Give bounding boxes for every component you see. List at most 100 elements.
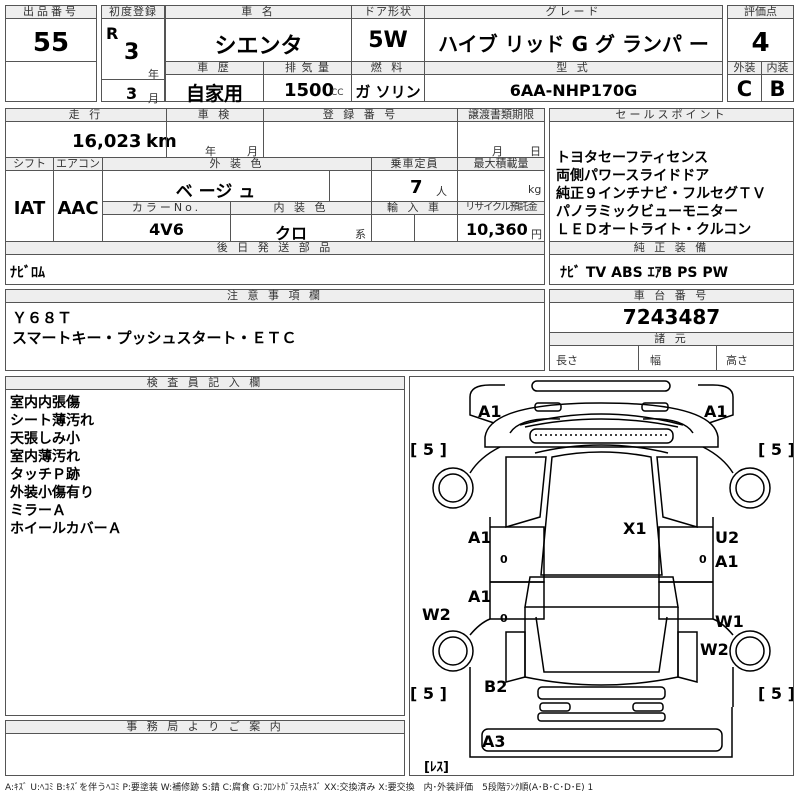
- transfer-box: 譲渡書類期限 月 日: [457, 108, 545, 158]
- damage-a1-left-front: A1: [468, 528, 492, 547]
- shift-header: シフト: [6, 158, 53, 171]
- int-color: クロ: [274, 224, 307, 243]
- tire-front-right: [ 5 ]: [758, 440, 793, 459]
- import-header: 輸 入 車: [372, 202, 457, 215]
- lot-box: 出品番号 55: [5, 5, 97, 102]
- shift: IAT: [13, 198, 46, 219]
- width-label: 幅: [650, 354, 661, 367]
- damage-w2-right: W2: [700, 640, 729, 659]
- reg-no-box: 登 録 番 号: [263, 108, 458, 158]
- recycle-box: リサイクル預託金 10,360 円: [457, 201, 545, 242]
- capacity-header: 乗車定員: [372, 158, 457, 171]
- transfer-day-unit: 日: [530, 145, 541, 158]
- ac: AAC: [57, 198, 99, 219]
- transfer-month-unit: 月: [492, 145, 503, 158]
- model-box: 型 式 6AA-NHP170G: [424, 61, 723, 102]
- wheels: [432, 446, 771, 707]
- grade-box: グレード ハイブ リッド G グ ランパ ー: [424, 5, 723, 62]
- color-no-header: カラーNo.: [103, 202, 230, 215]
- ext-color-box: 外 装 色 ベ ージ ュ: [102, 157, 372, 202]
- inspection-box: 車 検 年 月: [166, 108, 264, 158]
- later-parts-header: 後 日 発 送 部 品: [6, 242, 544, 255]
- era: R: [106, 24, 119, 43]
- displacement-box: 排 気 量 1500 CC: [263, 61, 352, 102]
- chassis-box: 車 台 番 号 7243487 諸 元 長さ 幅 高さ: [549, 289, 794, 371]
- inspector-header: 検 査 員 記 入 欄: [6, 377, 404, 390]
- color-no-box: カラーNo. 4V6: [102, 201, 231, 242]
- damage-a1-right: A1: [715, 552, 739, 571]
- ext-color-header: 外 装 色: [103, 158, 371, 171]
- tire-front-left: [ 5 ]: [410, 440, 447, 459]
- person-unit: 人: [436, 185, 447, 198]
- mark-zero-2: 0: [699, 553, 707, 566]
- mileage-box: 走 行 16,023 km: [5, 108, 177, 158]
- office-header: 事 務 局 よ り ご 案 内: [6, 721, 404, 734]
- displacement-header: 排 気 量: [264, 62, 351, 75]
- chassis-number: 7243487: [622, 305, 721, 329]
- ac-box: エアコン AAC: [53, 157, 103, 242]
- damage-w1: W1: [715, 612, 744, 631]
- displacement: 1500: [284, 80, 335, 101]
- first-reg-header: 初度登録: [102, 6, 164, 19]
- year-unit: 年: [148, 68, 159, 81]
- lot-number: 55: [32, 28, 70, 58]
- ext-header: 外装: [728, 62, 761, 75]
- specs-header: 諸 元: [550, 332, 793, 346]
- int-color-box: 内 装 色 クロ 系: [230, 201, 372, 243]
- door-type: 5W: [368, 28, 408, 53]
- tire-rear-right: [ 5 ]: [758, 684, 793, 703]
- reg-no-header: 登 録 番 号: [264, 109, 457, 122]
- recycle-header: リサイクル預託金: [458, 202, 544, 215]
- inspection-header: 車 検: [167, 109, 263, 122]
- model: 6AA-NHP170G: [509, 81, 638, 100]
- history-header: 車 歴: [166, 62, 263, 75]
- fuel: ガ ソリン: [355, 83, 421, 101]
- ext-grade-box: 外装 C: [727, 61, 762, 102]
- height-label: 高さ: [726, 354, 748, 367]
- damage-u2: U2: [715, 528, 739, 547]
- car-name: シエンタ: [214, 34, 303, 59]
- month-unit: 月: [148, 92, 159, 105]
- damage-w2-left: W2: [422, 605, 451, 624]
- model-header: 型 式: [425, 62, 722, 75]
- int-header: 内装: [762, 62, 793, 75]
- capacity-box: 乗車定員 7 人: [371, 157, 458, 202]
- int-grade: B: [769, 77, 786, 101]
- lot-header: 出品番号: [6, 6, 96, 19]
- car-outline: [469, 380, 734, 758]
- mark-zero-1: 0: [500, 553, 508, 566]
- capacity: 7: [410, 177, 423, 198]
- yen-unit: 円: [531, 228, 542, 241]
- max-load-box: 最大積載量 kg: [457, 157, 545, 202]
- mileage-header: 走 行: [6, 109, 166, 122]
- car-name-header: 車 名: [166, 6, 351, 19]
- notes-box: 注 意 事 項 欄 Ｙ６８Ｔ スマートキー・プッシュスタート・ＥＴＣ: [5, 289, 545, 371]
- damage-x1: X1: [623, 519, 646, 538]
- sales-header: セールスポイント: [550, 109, 793, 122]
- first-reg-month: 3: [126, 84, 138, 103]
- grade: ハイブ リッド G グ ランパ ー: [438, 32, 709, 56]
- notes: Ｙ６８Ｔ スマートキー・プッシュスタート・ＥＴＣ: [12, 309, 297, 347]
- history: 自家用: [185, 83, 243, 105]
- fuel-box: 燃 料 ガ ソリン: [351, 61, 425, 102]
- car-name-box: 車 名 シエンタ: [165, 5, 352, 62]
- max-load-header: 最大積載量: [458, 158, 544, 171]
- sales-box: セールスポイント トヨタセーフティセンス 両側パワースライドドア 純正９インチナ…: [549, 108, 794, 242]
- sales-points: トヨタセーフティセンス 両側パワースライドドア 純正９インチナビ・フルセグＴＶ …: [556, 150, 766, 238]
- grade-header: グレード: [425, 6, 722, 19]
- insp-month-unit: 月: [247, 145, 258, 158]
- mileage: 16,023: [72, 131, 142, 152]
- ac-header: エアコン: [54, 157, 102, 171]
- genuine-header: 純 正 装 備: [550, 242, 793, 255]
- damage-b2: B2: [484, 677, 507, 696]
- import-box: 輸 入 車: [371, 201, 458, 242]
- genuine-equipment: ﾅﾋﾞ TV ABS ｴｱB PS PW: [560, 265, 729, 281]
- car-diagram: A1 A1 X1 A1 U2 A1 A1 W2 W1 W2 B2 A3 [ 5 …: [410, 380, 793, 775]
- door-header: ドア形状: [352, 6, 424, 19]
- ext-grade: C: [736, 77, 753, 101]
- ext-color: ベ ージ ュ: [175, 182, 256, 202]
- color-no: 4V6: [149, 220, 184, 239]
- later-parts-box: 後 日 発 送 部 品 ﾅﾋﾞﾛﾑ: [5, 241, 545, 285]
- length-label: 長さ: [556, 354, 578, 367]
- transfer-header: 譲渡書類期限: [458, 109, 544, 122]
